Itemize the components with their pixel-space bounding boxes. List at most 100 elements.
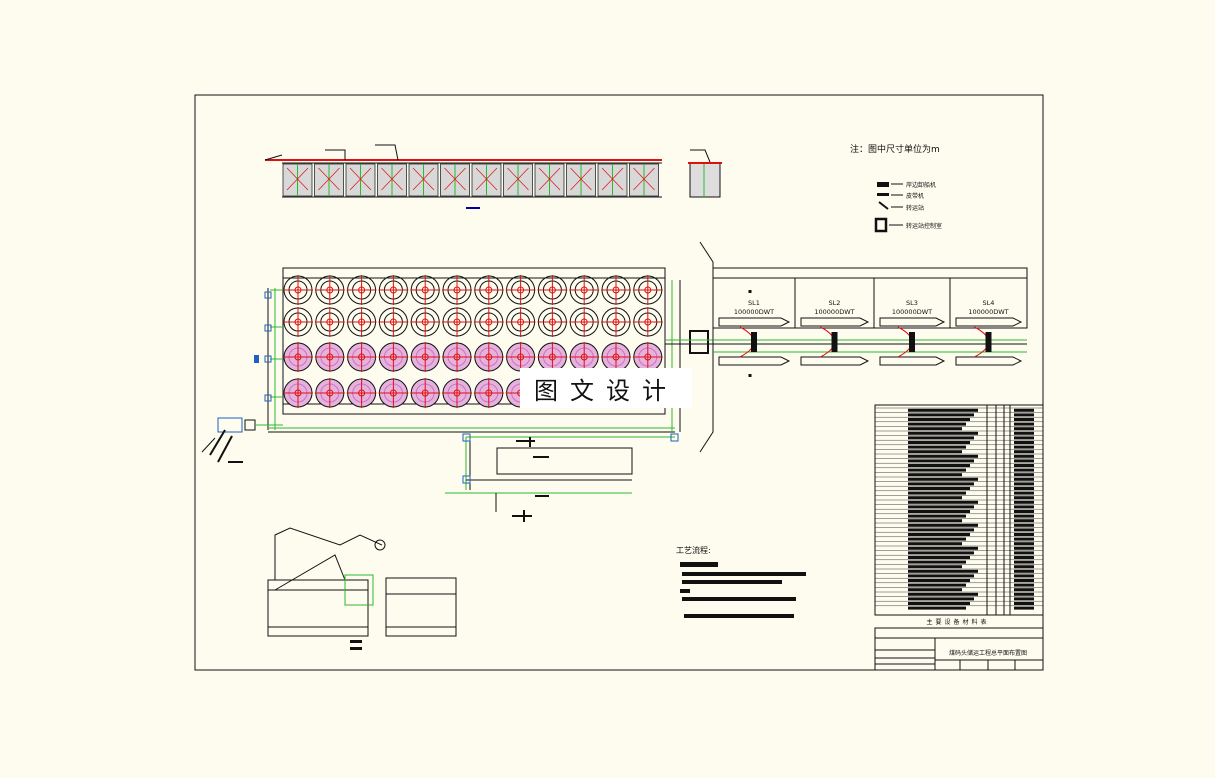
legend-label-transfer: 转运站 xyxy=(906,204,924,212)
storage-tank xyxy=(473,275,504,305)
title-block-title: 煤码头储运工程总平面布置图 xyxy=(949,649,1027,657)
storage-tank xyxy=(505,307,536,337)
berth-capacity: 100000DWT xyxy=(734,308,774,316)
ship-unloader xyxy=(831,332,838,352)
storage-tank xyxy=(410,275,441,305)
elevation-silo xyxy=(314,163,344,197)
storage-tank xyxy=(537,342,568,372)
vessel-outline xyxy=(800,356,870,366)
conveyor-icon xyxy=(877,193,889,196)
elevation-silo xyxy=(377,163,407,197)
berth-name: SL1 xyxy=(748,299,760,307)
storage-tank xyxy=(537,275,568,305)
elevation-silo xyxy=(440,163,470,197)
tower-icon xyxy=(874,217,888,233)
storage-tank xyxy=(283,307,313,337)
elevation-silo xyxy=(566,163,596,197)
storage-tank xyxy=(283,342,313,372)
legend-label-tower: 转运站控制室 xyxy=(906,222,942,230)
storage-tank xyxy=(283,378,313,408)
drawing-note: 注：图中尺寸单位为m xyxy=(850,143,940,155)
silo-elevation-view xyxy=(264,144,662,209)
storage-tank xyxy=(569,342,600,372)
storage-tank xyxy=(569,307,600,337)
title-block: 煤码头储运工程总平面布置图 xyxy=(874,627,1044,671)
storage-tank xyxy=(346,378,377,408)
berth-capacity: 100000DWT xyxy=(892,308,932,316)
storage-tank xyxy=(346,307,377,337)
legend-label-conveyor: 皮带机 xyxy=(906,192,924,200)
drawing-frame xyxy=(194,94,1044,671)
berth-name: SL3 xyxy=(906,299,918,307)
storage-tank xyxy=(346,275,377,305)
vessel-outline xyxy=(879,356,946,366)
storage-tank xyxy=(442,378,472,408)
vessel-outline xyxy=(879,317,946,327)
storage-tank xyxy=(601,275,631,305)
storage-tank xyxy=(314,307,345,337)
elevation-silo xyxy=(471,163,502,197)
storage-tank xyxy=(314,275,345,305)
storage-tank xyxy=(442,275,472,305)
vessel-outline xyxy=(955,356,1023,366)
equipment-table-caption: 主要设备材料表 xyxy=(926,618,989,626)
storage-tank xyxy=(473,378,504,408)
vessel-outline xyxy=(718,356,791,366)
elevation-silo xyxy=(408,163,439,197)
vessel-outline xyxy=(718,317,791,327)
storage-tank xyxy=(378,378,409,408)
process-notes: 工艺流程: xyxy=(676,545,806,618)
ship-unloader xyxy=(985,332,992,352)
storage-tank xyxy=(410,307,441,337)
storage-tank xyxy=(601,307,631,337)
storage-tank xyxy=(378,275,409,305)
stacker-reclaimer-detail xyxy=(267,527,457,650)
ship-unloader xyxy=(751,332,757,352)
storage-tank xyxy=(505,342,536,372)
berth-capacity: 100000DWT xyxy=(814,308,854,316)
storage-tank xyxy=(378,342,409,372)
silo-side-section xyxy=(688,149,722,198)
conveyor-routing xyxy=(445,433,679,522)
wharf-plan: SL1100000DWTSL2100000DWTSL3100000DWTSL41… xyxy=(712,267,1028,377)
storage-tank xyxy=(346,342,377,372)
storage-tank xyxy=(632,275,663,305)
storage-tank xyxy=(537,307,568,337)
berth-name: SL2 xyxy=(829,299,841,307)
berth-name: SL4 xyxy=(983,299,995,307)
equipment-table: 主要设备材料表 xyxy=(874,404,1044,626)
berth-capacity: 100000DWT xyxy=(968,308,1008,316)
car-dumper-area xyxy=(201,417,283,463)
storage-tank xyxy=(569,275,600,305)
storage-tank xyxy=(473,307,504,337)
elevation-silo xyxy=(597,163,628,197)
storage-tank xyxy=(473,342,504,372)
vessel-outline xyxy=(955,317,1023,327)
legend: 岸边卸船机 皮带机 转运站 转运站控制室 xyxy=(874,181,942,233)
elevation-silo xyxy=(629,163,659,197)
storage-tank xyxy=(505,275,536,305)
storage-tank xyxy=(410,378,441,408)
storage-tank xyxy=(314,342,345,372)
storage-tank xyxy=(632,342,663,372)
storage-tank xyxy=(378,307,409,337)
watermark: 图文设计 xyxy=(520,368,692,408)
elevation-silo xyxy=(534,163,565,197)
storage-building xyxy=(496,447,633,475)
trestle xyxy=(665,241,715,453)
storage-tank xyxy=(410,342,441,372)
unloader-icon xyxy=(877,182,889,187)
elevation-silo xyxy=(282,163,313,197)
process-heading: 工艺流程: xyxy=(676,545,711,555)
vessel-outline xyxy=(800,317,870,327)
storage-tank xyxy=(442,307,472,337)
storage-tank xyxy=(283,275,313,305)
storage-tank xyxy=(314,378,345,408)
legend-label-unloader: 岸边卸船机 xyxy=(906,181,936,189)
storage-tank xyxy=(601,342,631,372)
transfer-icon xyxy=(878,201,889,210)
storage-tank xyxy=(442,342,472,372)
